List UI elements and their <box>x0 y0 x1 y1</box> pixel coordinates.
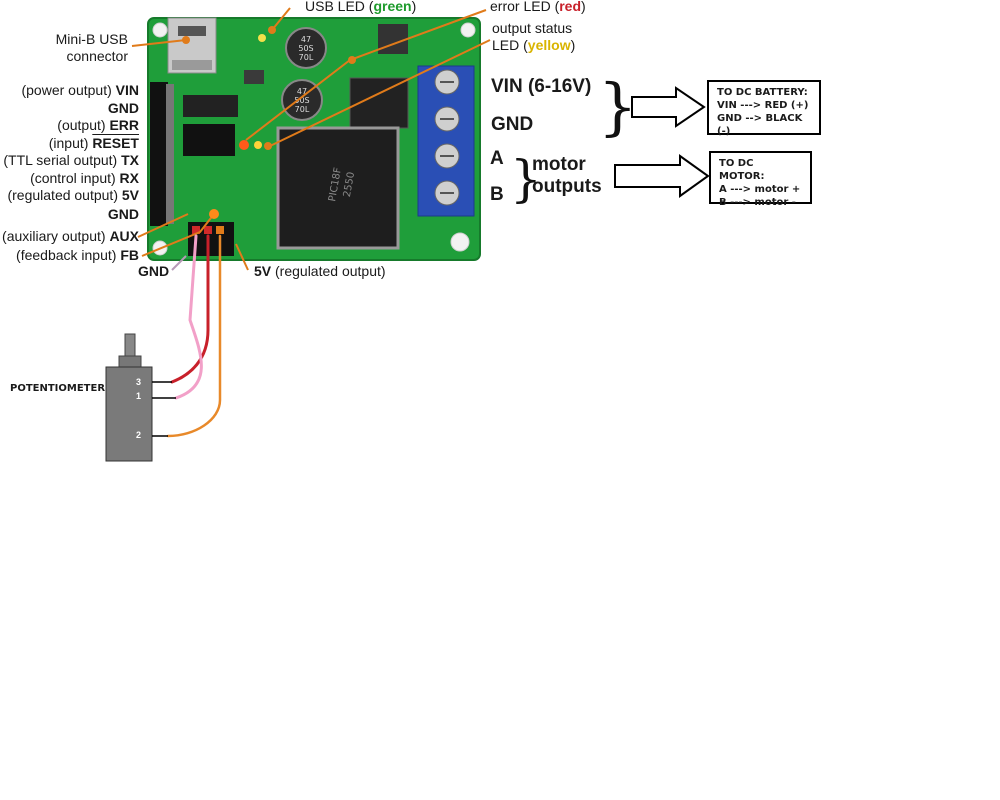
motor-box-title: TO DC MOTOR: <box>719 158 765 182</box>
battery-box-line-2: GND --> BLACK (-) <box>717 113 803 137</box>
potentiometer-pin-2: 2 <box>136 430 142 440</box>
brace-motor: } <box>510 150 542 208</box>
svg-text:47: 47 <box>297 87 307 96</box>
header-pins-left <box>150 82 174 226</box>
battery-box-line-1: VIN ---> RED (+) <box>717 100 809 111</box>
main-chip: PIC18F 2550 <box>276 126 400 250</box>
potentiometer-pin-3: 3 <box>136 377 142 387</box>
wire-pink <box>174 234 203 400</box>
terminal-gnd-label: GND <box>491 114 534 135</box>
svg-text:50S: 50S <box>294 96 309 105</box>
battery-box-title: TO DC BATTERY: <box>717 87 808 98</box>
motor-info-box: TO DC MOTOR: A ---> motor + B ---> motor… <box>709 151 812 208</box>
svg-text:50S: 50S <box>298 44 313 53</box>
mounting-hole-bottom-right <box>450 232 470 252</box>
pin-label-rx: (control input) RX <box>30 170 139 186</box>
wire-orange <box>166 234 222 438</box>
status-led <box>254 141 262 149</box>
pin-label-vin: (power output) VIN <box>21 82 139 98</box>
terminal-b-label: B <box>490 184 504 205</box>
motor-box-line-1: A ---> motor + <box>719 184 801 195</box>
potentiometer-pin-1: 1 <box>136 391 142 401</box>
wire-red <box>170 234 210 384</box>
pin-label-reset: (input) RESET <box>48 135 139 151</box>
arrow-to-motor <box>614 154 710 198</box>
terminal-a-label: A <box>490 148 504 169</box>
capacitor-top: 47 50S 70L <box>285 27 327 69</box>
mounting-hole-top-right <box>460 22 476 38</box>
small-ic-2 <box>183 124 235 156</box>
brace-power: } <box>598 70 637 143</box>
mounting-hole-top-left <box>152 22 168 38</box>
potentiometer-leads <box>152 381 176 437</box>
error-led-label: error LED (red) <box>490 0 586 14</box>
svg-text:2550: 2550 <box>342 171 357 198</box>
battery-info-box: TO DC BATTERY: VIN ---> RED (+) GND --> … <box>707 80 821 137</box>
svg-text:47: 47 <box>301 35 311 44</box>
usb-led-label: USB LED (green) <box>305 0 417 14</box>
pin-label-5v: (regulated output) 5V <box>7 187 139 203</box>
terminal-block <box>417 65 475 217</box>
motor-box-line-2: B ---> motor - <box>719 197 796 208</box>
pin-label-aux: (auxiliary output) AUX <box>2 228 139 244</box>
potentiometer-label: POTENTIOMETER <box>10 383 106 394</box>
arrow-to-battery <box>631 86 706 128</box>
pin-label-err: (output) ERR <box>57 117 139 133</box>
pin-label-gnd-1: GND <box>107 100 139 116</box>
error-led <box>239 140 249 150</box>
pin-label-gnd-2: GND <box>107 206 139 222</box>
pin-label-tx: (TTL serial output) TX <box>3 152 139 168</box>
potentiometer-body <box>105 333 153 462</box>
pin-label-fb: (feedback input) FB <box>16 247 139 263</box>
terminal-vin-label: VIN (6-16V) <box>491 76 592 97</box>
bottom-pin-gnd-label: GND <box>138 263 170 279</box>
small-ic-1 <box>183 95 238 117</box>
bottom-pin-5v-label: 5V (regulated output) <box>254 263 386 279</box>
svg-text:70L: 70L <box>295 105 310 114</box>
wires <box>166 234 222 438</box>
svg-text:70L: 70L <box>299 53 314 62</box>
usb-led <box>258 34 266 42</box>
